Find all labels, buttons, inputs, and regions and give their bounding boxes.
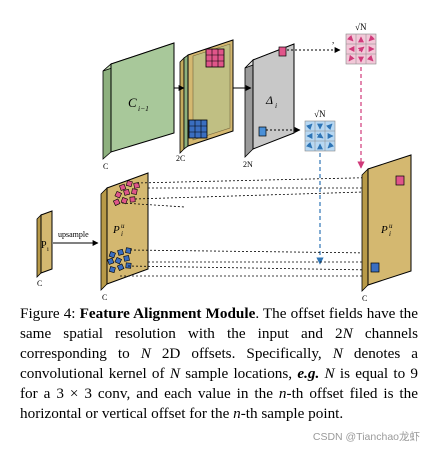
channel-label-c1: C xyxy=(103,162,108,171)
p-iu-aligned-output-block: P i u C xyxy=(361,154,412,303)
pink-kernel-grid xyxy=(205,48,225,68)
channel-label-2n: 2N xyxy=(243,160,253,169)
p-iu-upsampled-block: P i u C xyxy=(100,172,149,302)
feature-alignment-diagram: C i−1 C 2C Δ i xyxy=(36,22,412,303)
blue-grid-sqrtn: √N xyxy=(314,109,326,119)
delta-label: Δ xyxy=(265,93,273,107)
concat-feature-block: 2C xyxy=(176,39,234,163)
delta-pink-cell xyxy=(278,46,287,57)
p-iu-mid-sub: i xyxy=(121,230,123,238)
channel-label-c3: C xyxy=(102,293,107,302)
p-iu-right-label: P xyxy=(380,224,388,236)
c-im1-label: C xyxy=(128,95,137,110)
blue-deformed-samples xyxy=(107,247,132,274)
delta-sub: i xyxy=(275,101,277,110)
output-blue-cell xyxy=(370,262,380,273)
p-iu-right-sup: u xyxy=(389,222,393,230)
blue-offset-grid: √N xyxy=(304,109,336,152)
p-iu-right-sub: i xyxy=(389,230,391,238)
channel-label-2c: 2C xyxy=(176,154,185,163)
svg-text:,: , xyxy=(332,35,334,45)
figure-caption: Figure 4: Feature Alignment Module. The … xyxy=(20,305,419,422)
p-iu-mid-sup: u xyxy=(121,222,125,230)
caption-fig-label: Figure 4: xyxy=(20,305,76,322)
pink-offset-grid: √N , xyxy=(332,22,377,65)
pink-deformed-samples xyxy=(112,180,140,206)
p-iu-mid-label: P xyxy=(112,224,120,236)
p-i-input-block: P i C xyxy=(36,210,53,288)
blue-kernel-grid xyxy=(188,119,208,139)
offset-field-block: Δ i 2N xyxy=(243,43,295,169)
caption-title: Feature Alignment Module xyxy=(79,305,256,322)
p-i-label: P xyxy=(41,240,47,251)
c-im1-feature-block: C i−1 C xyxy=(102,42,175,171)
p-i-sub: i xyxy=(47,246,49,253)
c-im1-sub: i−1 xyxy=(138,104,149,113)
channel-label-c2: C xyxy=(37,279,42,288)
csdn-watermark: CSDN @Tianchao龙虾 xyxy=(312,431,420,443)
channel-label-c4: C xyxy=(362,294,367,303)
pink-grid-sqrtn: √N xyxy=(355,22,367,32)
upsample-label: upsample xyxy=(58,230,89,239)
output-pink-cell xyxy=(395,175,405,186)
delta-blue-cell xyxy=(258,126,267,137)
sampling-connectors xyxy=(120,176,397,277)
